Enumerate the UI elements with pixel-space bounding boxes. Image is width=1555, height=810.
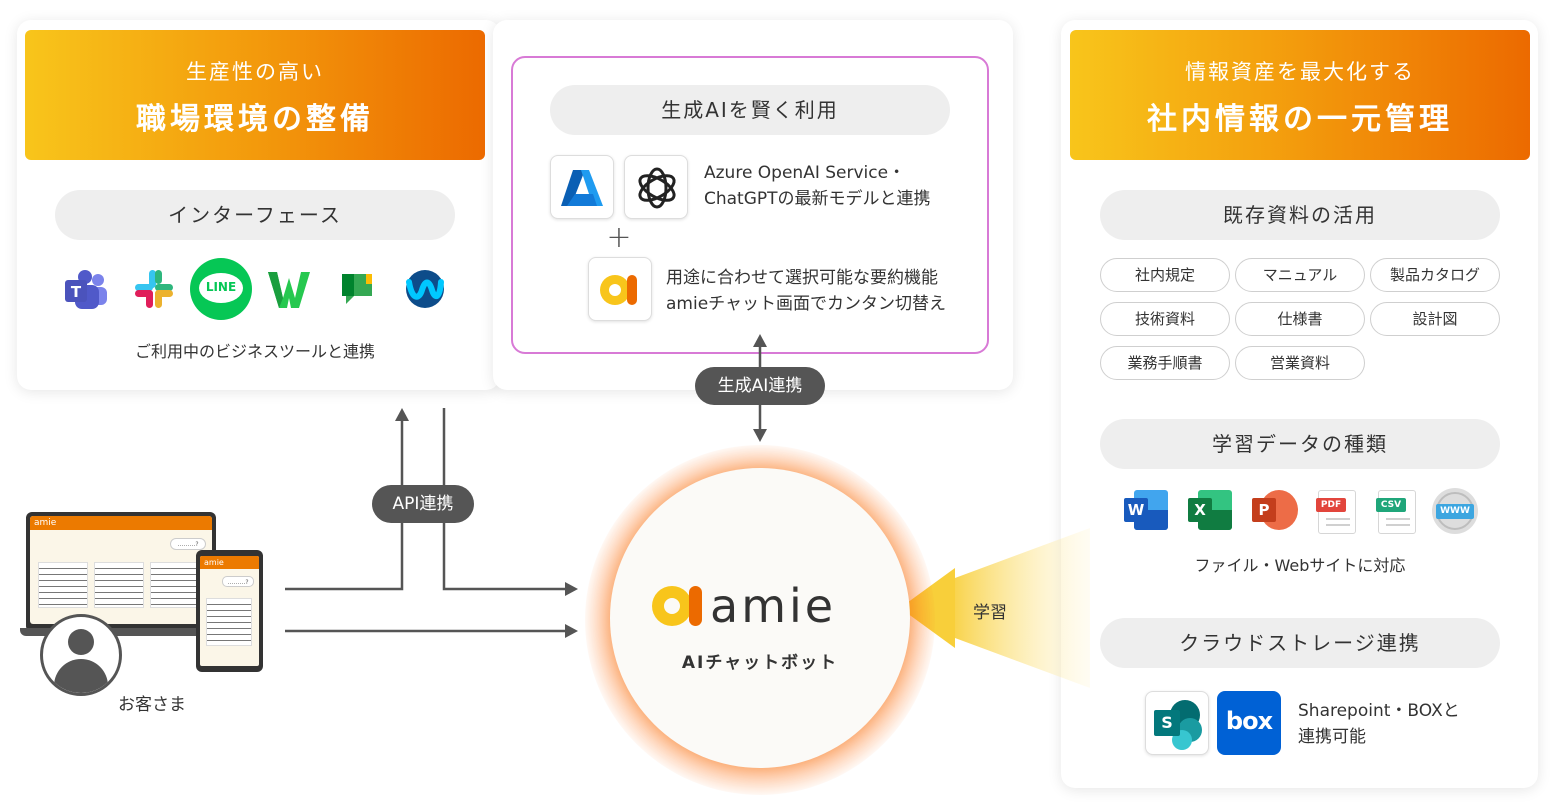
csv-label: CSV bbox=[1376, 498, 1406, 512]
laptop-card-1 bbox=[38, 562, 88, 608]
customer-label: お客さま bbox=[118, 695, 186, 715]
www-label: WWW bbox=[1436, 504, 1474, 519]
box-label: box bbox=[1225, 707, 1273, 735]
learning-data-pill: 学習データの種類 bbox=[1100, 419, 1500, 469]
chip-tech-docs: 技術資料 bbox=[1100, 302, 1230, 336]
pdf-icon: PDF bbox=[1316, 490, 1360, 534]
laptop-bubble-text: ………? bbox=[177, 541, 199, 548]
cloud-text-line1: Sharepoint・BOXと bbox=[1298, 701, 1460, 721]
pdf-label: PDF bbox=[1316, 498, 1346, 512]
phone-device: amie ………? bbox=[196, 550, 263, 672]
powerpoint-letter: P bbox=[1252, 498, 1276, 522]
left-header-sub: 生産性の高い bbox=[186, 60, 324, 84]
right-header: 情報資産を最大化する 社内情報の一元管理 bbox=[1070, 30, 1530, 160]
google-chat-icon bbox=[336, 268, 378, 310]
chip-sales-docs: 営業資料 bbox=[1235, 346, 1365, 380]
existing-docs-pill: 既存資料の活用 bbox=[1100, 190, 1500, 240]
api-down-line bbox=[442, 408, 566, 591]
openai-icon bbox=[624, 155, 688, 219]
laptop-device: amie ………? bbox=[26, 512, 216, 632]
left-caption: ご利用中のビジネスツールと連携 bbox=[134, 342, 375, 361]
chip-work-procedure: 業務手順書 bbox=[1100, 346, 1230, 380]
center-subtitle: AIチャットボット bbox=[681, 653, 839, 673]
ai-text-2-line2: amieチャット画面でカンタン切替え bbox=[666, 294, 946, 314]
laptop-app-bar: amie bbox=[30, 516, 212, 530]
phone-bubble-text: ………? bbox=[227, 579, 249, 586]
excel-icon: X bbox=[1188, 490, 1234, 532]
ai-text-2-line1: 用途に合わせて選択可能な要約機能 bbox=[666, 268, 938, 288]
excel-letter: X bbox=[1188, 498, 1212, 522]
box-icon: box bbox=[1217, 691, 1281, 755]
genai-link-pill: 生成AI連携 bbox=[695, 367, 825, 405]
chip-design-drawing: 設計図 bbox=[1370, 302, 1500, 336]
plus-sign: + bbox=[606, 220, 632, 255]
word-letter: W bbox=[1124, 498, 1148, 522]
amie-logo-text: amie bbox=[710, 579, 837, 633]
sharepoint-letter: S bbox=[1154, 710, 1180, 736]
csv-icon: CSV bbox=[1376, 490, 1420, 534]
right-header-main: 社内情報の一元管理 bbox=[1147, 102, 1453, 137]
laptop-app-name: amie bbox=[34, 518, 57, 528]
azure-icon bbox=[550, 155, 614, 219]
amie-ai-icon bbox=[588, 257, 652, 321]
genai-down-arrow bbox=[753, 429, 767, 442]
laptop-bubble: ………? bbox=[170, 538, 206, 550]
cloud-storage-pill: クラウドストレージ連携 bbox=[1100, 618, 1500, 668]
phone-screen: amie ………? bbox=[200, 556, 259, 666]
teams-icon: T bbox=[63, 268, 109, 312]
api-pill: API連携 bbox=[372, 485, 474, 523]
ai-text-2: 用途に合わせて選択可能な要約機能 amieチャット画面でカンタン切替え bbox=[666, 265, 986, 317]
slack-icon bbox=[131, 266, 177, 312]
ai-text-1-line2: ChatGPTの最新モデルと連携 bbox=[704, 189, 931, 209]
phone-app-bar: amie bbox=[200, 556, 259, 569]
genai-pill: 生成AIを賢く利用 bbox=[550, 85, 950, 135]
amie-logo: amie bbox=[650, 576, 880, 636]
works-icon bbox=[266, 268, 312, 310]
laptop-base bbox=[20, 628, 222, 636]
ai-text-1: Azure OpenAI Service・ ChatGPTの最新モデルと連携 bbox=[704, 160, 984, 212]
left-header-main: 職場環境の整備 bbox=[136, 102, 374, 137]
line-label: LINE bbox=[205, 280, 237, 294]
sharepoint-icon: S bbox=[1145, 691, 1209, 755]
phone-app-name: amie bbox=[204, 558, 224, 567]
learning-label: 学習 bbox=[973, 603, 1007, 623]
laptop-card-3 bbox=[150, 562, 200, 608]
amie-logo-mark bbox=[650, 578, 706, 634]
line-icon: LINE bbox=[190, 258, 252, 320]
cloud-text: Sharepoint・BOXと 連携可能 bbox=[1298, 698, 1498, 750]
svg-text:T: T bbox=[71, 283, 82, 301]
powerpoint-icon: P bbox=[1252, 490, 1298, 532]
api-up-line bbox=[285, 420, 404, 591]
cloud-text-line2: 連携可能 bbox=[1298, 727, 1366, 747]
laptop-screen: amie ………? bbox=[30, 516, 212, 624]
phone-bubble: ………? bbox=[222, 576, 254, 587]
phone-card bbox=[206, 598, 252, 646]
left-header: 生産性の高い 職場環境の整備 bbox=[25, 30, 485, 160]
web-globe-icon: WWW bbox=[1432, 488, 1478, 534]
webex-icon bbox=[402, 268, 448, 310]
chip-product-catalog: 製品カタログ bbox=[1370, 258, 1500, 292]
right-header-sub: 情報資産を最大化する bbox=[1185, 60, 1415, 84]
genai-up-arrow bbox=[753, 334, 767, 347]
avatar-head bbox=[68, 629, 94, 655]
api-right-arrow bbox=[565, 582, 578, 596]
api-up-arrow bbox=[395, 408, 409, 421]
word-icon: W bbox=[1124, 490, 1170, 532]
customer-right-arrow bbox=[565, 624, 578, 638]
chip-spec: 仕様書 bbox=[1235, 302, 1365, 336]
chip-internal-rules: 社内規定 bbox=[1100, 258, 1230, 292]
chip-manual: マニュアル bbox=[1235, 258, 1365, 292]
customer-avatar bbox=[40, 614, 122, 696]
line-bubble bbox=[199, 273, 243, 303]
ai-text-1-line1: Azure OpenAI Service・ bbox=[704, 163, 906, 183]
laptop-card-2 bbox=[94, 562, 144, 608]
interface-pill: インターフェース bbox=[55, 190, 455, 240]
file-caption: ファイル・Webサイトに対応 bbox=[1194, 556, 1406, 575]
